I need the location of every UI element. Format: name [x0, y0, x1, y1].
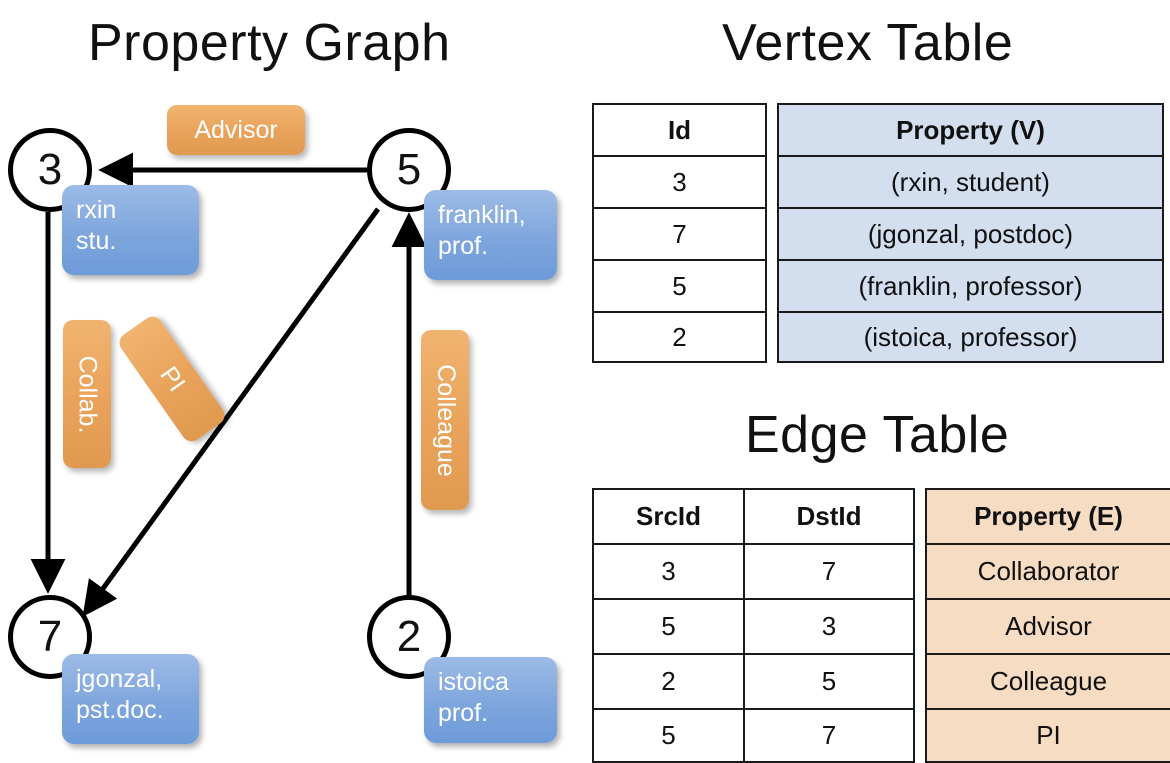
table-row: (jgonzal, postdoc) [777, 207, 1164, 259]
table-row: 3 [592, 155, 767, 207]
edge-label-box-collab: Collab. [63, 320, 111, 468]
table-row: (rxin, student) [777, 155, 1164, 207]
vertex-table-column-id: Id 3 7 5 2 [592, 103, 767, 363]
vertex-table: Id 3 7 5 2 Property (V) (rxin, student) … [592, 103, 1164, 363]
table-row: 5 [743, 653, 915, 708]
graph-node-5-label: 5 [396, 145, 422, 194]
graph-node-2[interactable]: 2 [367, 595, 451, 679]
table-row: 7 [743, 708, 915, 763]
table-row: PI [925, 708, 1170, 763]
edge-label-text-advisor: Advisor [194, 115, 278, 144]
edge-label-text-pi: PI [154, 361, 191, 397]
edge-label-box-advisor: Advisor [167, 105, 305, 155]
property-graph-diagram: 3 5 7 2 rxin stu. franklin, prof. jgonza… [0, 0, 585, 760]
vertex-property-box-5: franklin, prof. [424, 190, 557, 280]
table-row: 2 [592, 311, 767, 363]
table-row: 3 [592, 543, 745, 598]
page-title-vertex-table: Vertex Table [722, 14, 1014, 72]
edge-table-header-dstid: DstId [743, 488, 915, 543]
vertex-table-column-property: Property (V) (rxin, student) (jgonzal, p… [777, 103, 1164, 363]
table-row: 5 [592, 708, 745, 763]
edge-label-box-colleague: Colleague [421, 330, 469, 510]
vertex-table-header-property: Property (V) [777, 103, 1164, 155]
graph-node-7-label: 7 [37, 612, 63, 661]
graph-node-3-label: 3 [37, 145, 63, 194]
table-row: 7 [592, 207, 767, 259]
edge-table-column-dstid: DstId 7 3 5 7 [743, 488, 915, 763]
edge-table-header-srcid: SrcId [592, 488, 745, 543]
vertex-property-box-7: jgonzal, pst.doc. [62, 654, 199, 744]
table-row: 2 [592, 653, 745, 708]
table-row: (istoica, professor) [777, 311, 1164, 363]
table-row: Colleague [925, 653, 1170, 708]
edge-label-text-colleague: Colleague [431, 363, 460, 477]
edge-line-5-to-7 [82, 207, 381, 617]
vertex-table-header-id: Id [592, 103, 767, 155]
edge-table-header-property: Property (E) [925, 488, 1170, 543]
edge-table-column-srcid: SrcId 3 5 2 5 [592, 488, 745, 763]
edge-table: SrcId 3 5 2 5 DstId 7 3 5 7 Property (E)… [592, 488, 1170, 763]
graph-edge-lines [30, 152, 427, 617]
vertex-property-box-2: istoica prof. [424, 657, 557, 743]
graph-node-5[interactable]: 5 [367, 128, 451, 212]
vertex-property-box-3: rxin stu. [62, 185, 199, 275]
table-row: 5 [592, 598, 745, 653]
table-row: (franklin, professor) [777, 259, 1164, 311]
table-row: 3 [743, 598, 915, 653]
page-title-edge-table: Edge Table [745, 406, 1010, 464]
table-row: Advisor [925, 598, 1170, 653]
table-row: 5 [592, 259, 767, 311]
edge-label-text-collab: Collab. [73, 355, 102, 433]
table-row: 7 [743, 543, 915, 598]
table-row: Collaborator [925, 543, 1170, 598]
edge-table-column-property: Property (E) Collaborator Advisor Collea… [925, 488, 1170, 763]
page-title-property-graph: Property Graph [88, 14, 451, 72]
graph-node-2-label: 2 [396, 612, 422, 661]
